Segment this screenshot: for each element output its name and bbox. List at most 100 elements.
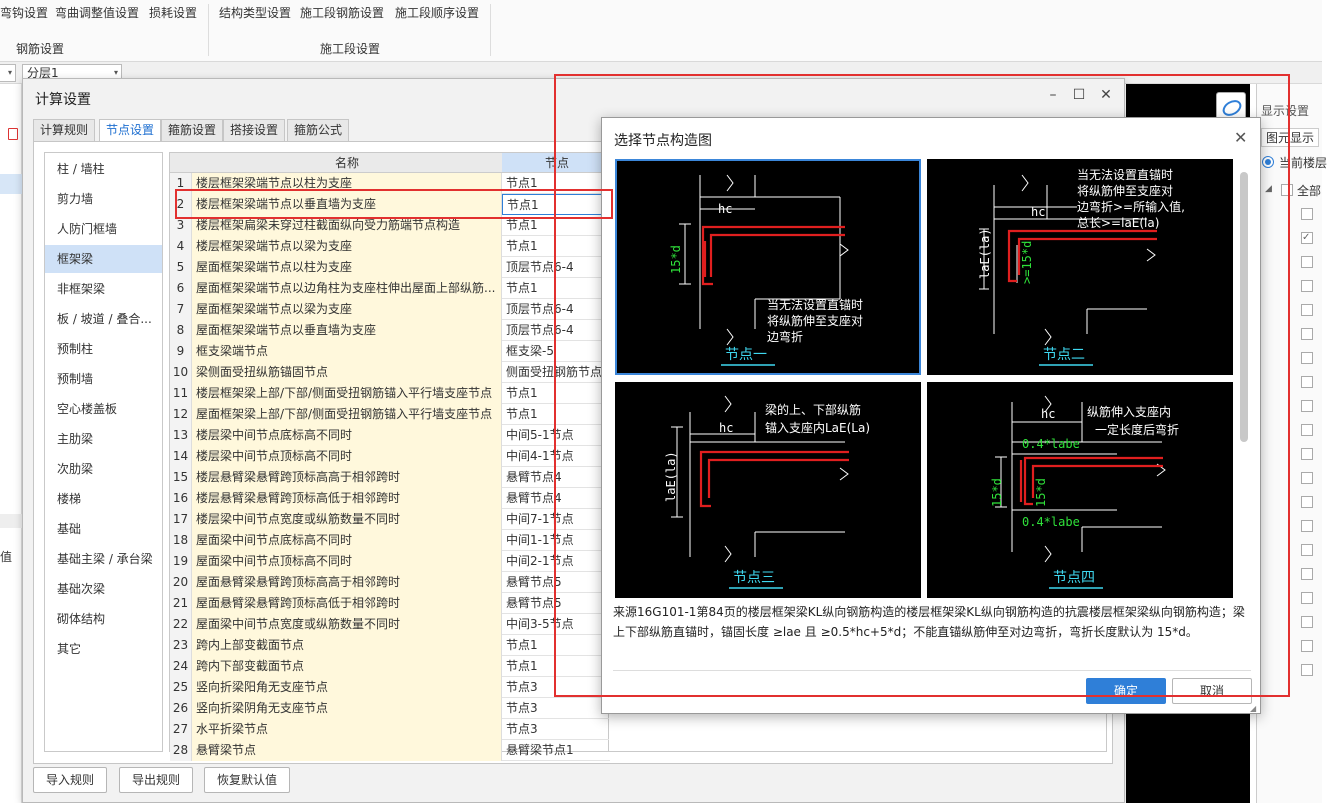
- category-item[interactable]: 预制柱: [57, 342, 94, 356]
- row-node-value[interactable]: 节点1: [506, 407, 538, 421]
- layer-checkbox[interactable]: [1301, 568, 1313, 580]
- row-node-value[interactable]: 中间5-1节点: [506, 428, 574, 442]
- row-node-value[interactable]: 节点1: [506, 386, 538, 400]
- category-item[interactable]: 砌体结构: [57, 612, 106, 626]
- category-item[interactable]: 基础: [57, 522, 82, 536]
- category-item[interactable]: 框架梁: [45, 245, 162, 273]
- category-item[interactable]: 预制墙: [57, 372, 94, 386]
- layer-checkbox[interactable]: [1301, 304, 1313, 316]
- row-node-value[interactable]: 中间1-1节点: [506, 533, 574, 547]
- resize-grip-icon[interactable]: ◢: [1250, 704, 1257, 713]
- node-tile-3[interactable]: hc laE(la) 梁的上、下部纵筋 锚入支座内LaE(La) 节点三: [615, 382, 921, 598]
- row-node-value[interactable]: 顶层节点6-4: [506, 260, 574, 274]
- layer-checkbox[interactable]: [1301, 424, 1313, 436]
- layer-checkbox[interactable]: [1301, 520, 1313, 532]
- tab-stirrup-settings[interactable]: 箍筋设置: [161, 119, 224, 141]
- category-item[interactable]: 其它: [57, 642, 82, 656]
- layer-checkbox[interactable]: ✓: [1301, 232, 1313, 244]
- all-checkbox[interactable]: [1281, 184, 1293, 196]
- layer-checkbox[interactable]: [1301, 592, 1313, 604]
- row-node-value[interactable]: 节点3: [506, 701, 538, 715]
- row-node-value[interactable]: 节点1: [506, 659, 538, 673]
- layer-checkbox[interactable]: [1301, 472, 1313, 484]
- layer-checkbox[interactable]: [1301, 496, 1313, 508]
- category-item[interactable]: 基础主梁 / 承台梁: [57, 552, 153, 566]
- ok-button[interactable]: 确定: [1086, 678, 1166, 704]
- row-node-value[interactable]: 节点1: [506, 239, 538, 253]
- bend-adjust-settings-button[interactable]: 弯曲调整值设置: [55, 6, 140, 20]
- row-node-value[interactable]: 顶层节点6-4: [506, 302, 574, 316]
- category-item[interactable]: 空心楼盖板: [57, 402, 118, 416]
- row-node-value[interactable]: 中间7-1节点: [506, 512, 574, 526]
- layer-checkbox[interactable]: [1301, 328, 1313, 340]
- cancel-button[interactable]: 取消: [1172, 678, 1252, 704]
- maximize-icon[interactable]: ☐: [1072, 87, 1086, 103]
- layer-checkbox[interactable]: [1301, 256, 1313, 268]
- row-node-value[interactable]: 悬臂梁节点1: [506, 743, 574, 757]
- structure-type-settings-button[interactable]: 结构类型设置: [219, 6, 292, 20]
- layer-checkbox[interactable]: [1301, 544, 1313, 556]
- row-node-value[interactable]: 节点1: [506, 281, 538, 295]
- category-item[interactable]: 板 / 坡道 / 叠合...: [57, 312, 152, 326]
- layer-checkbox[interactable]: [1301, 640, 1313, 652]
- layer-combo[interactable]: 分层1▾: [22, 64, 122, 82]
- node-tile-4[interactable]: hc 0.4*labe 0.4*labe 15*d 15*d 纵筋伸入支座内 一…: [927, 382, 1233, 598]
- category-item[interactable]: 主肋梁: [57, 432, 94, 446]
- layer-checkbox[interactable]: [1301, 448, 1313, 460]
- scrollbar-thumb[interactable]: [1240, 172, 1248, 442]
- import-rules-button[interactable]: 导入规则: [33, 767, 108, 793]
- row-node-value[interactable]: 节点1: [506, 218, 538, 232]
- hook-settings-button[interactable]: 弯钩设置: [0, 6, 49, 20]
- floor-combo[interactable]: ▾: [0, 64, 16, 82]
- row-node-value[interactable]: 悬臂节点5: [506, 596, 562, 610]
- tab-node-settings[interactable]: 节点设置: [99, 119, 162, 142]
- layer-checkbox[interactable]: [1301, 664, 1313, 676]
- layer-checkbox[interactable]: [1301, 352, 1313, 364]
- row-node-value[interactable]: 节点3: [506, 722, 538, 736]
- category-item[interactable]: 次肋梁: [57, 462, 94, 476]
- tab-lap-settings[interactable]: 搭接设置: [223, 119, 286, 141]
- close-icon[interactable]: ✕: [1100, 87, 1112, 103]
- category-item[interactable]: 柱 / 墙柱: [57, 162, 105, 176]
- row-node-value[interactable]: 框支梁-5: [506, 344, 554, 358]
- node-tile-1[interactable]: hc 15*d 当无法设置直锚时 将纵筋伸至支座对 边弯折 节点一: [615, 159, 921, 375]
- section-rebar-settings-button[interactable]: 施工段钢筋设置: [300, 6, 385, 20]
- row-node-value[interactable]: 顶层节点6-4: [506, 323, 574, 337]
- row-node-value[interactable]: 节点1: [506, 176, 538, 190]
- category-item[interactable]: 非框架梁: [57, 282, 106, 296]
- delete-icon[interactable]: [8, 128, 18, 140]
- row-node-value[interactable]: 节点1: [506, 638, 538, 652]
- category-item[interactable]: 人防门框墙: [57, 222, 118, 236]
- row-node-value[interactable]: 悬臂节点4: [506, 470, 562, 484]
- loss-settings-button[interactable]: 损耗设置: [149, 6, 198, 20]
- minimize-icon[interactable]: –: [1049, 87, 1057, 103]
- row-node-value[interactable]: 悬臂节点5: [506, 575, 562, 589]
- row-node-value[interactable]: 中间3-5节点: [506, 617, 574, 631]
- node-tile-2[interactable]: hc laE(la) >=15*d 当无法设置直锚时 将纵筋伸至支座对 边弯折>…: [927, 159, 1233, 375]
- tab-calc-rules[interactable]: 计算规则: [33, 119, 96, 141]
- tab-element-display[interactable]: 图元显示: [1261, 128, 1320, 147]
- close-icon[interactable]: ✕: [1234, 128, 1248, 147]
- category-item[interactable]: 基础次梁: [57, 582, 106, 596]
